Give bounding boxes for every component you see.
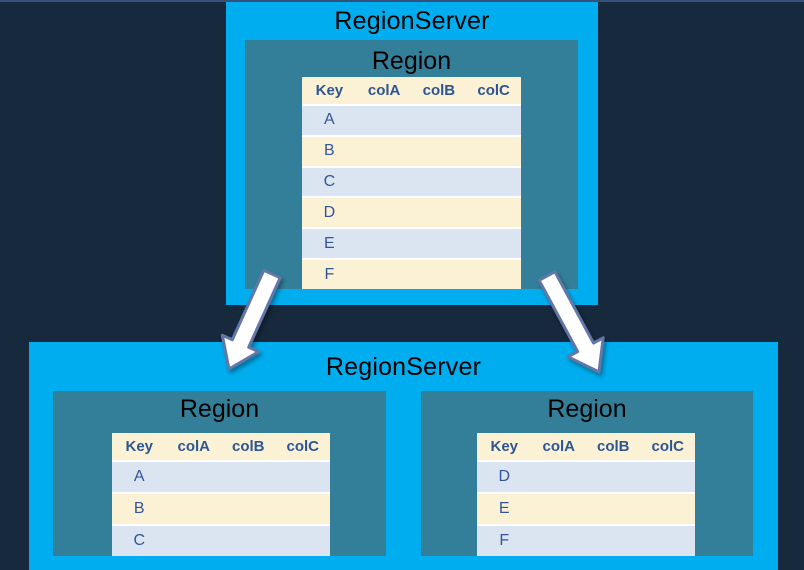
cell-colB <box>412 168 467 197</box>
table-row: F <box>477 524 695 556</box>
column-header-key: Key <box>125 438 154 455</box>
cell-colA <box>532 494 587 524</box>
key-cell: B <box>133 500 145 517</box>
regionserver-box-top: RegionServer Region Key colA colB colC A… <box>226 2 598 305</box>
cell-colC <box>641 494 696 524</box>
column-header-colC: colC <box>651 438 684 455</box>
cell-colB <box>412 106 467 135</box>
cell-colA <box>532 462 587 492</box>
table-row: A <box>112 460 330 492</box>
cell-colC <box>276 494 331 524</box>
region-box-bottom-right: Region Key colA colB colC D E <box>421 391 753 556</box>
cell-colA <box>357 198 412 227</box>
cell-colC <box>641 462 696 492</box>
table-row: B <box>112 492 330 524</box>
cell-colA <box>357 260 412 289</box>
cell-colB <box>221 526 276 556</box>
cell-colA <box>357 106 412 135</box>
cell-colB <box>586 462 641 492</box>
key-cell: D <box>323 203 336 221</box>
cell-colC <box>466 260 521 289</box>
table-row: D <box>302 196 521 228</box>
regionserver-box-bottom: RegionServer Region Key colA colB colC A… <box>29 342 778 570</box>
column-header-colB: colB <box>231 438 265 455</box>
cell-colC <box>466 137 521 166</box>
column-header-colA: colA <box>367 82 401 99</box>
table-row: A <box>302 104 521 135</box>
cell-colA <box>167 462 222 492</box>
column-header-key: Key <box>490 438 519 455</box>
cell-colB <box>412 137 467 166</box>
table-row: C <box>302 165 521 197</box>
cell-colC <box>466 168 521 197</box>
column-header-colB: colB <box>422 82 456 99</box>
cell-colB <box>412 260 467 289</box>
table-row: D <box>477 460 695 492</box>
column-header-colB: colB <box>596 438 630 455</box>
key-cell: C <box>323 173 336 191</box>
cell-colC <box>466 106 521 135</box>
regionserver-title: RegionServer <box>325 353 482 381</box>
table-header-row: Key colA colB colC <box>477 433 695 460</box>
cell-colA <box>167 526 222 556</box>
region-table-bottom-left: Key colA colB colC A B <box>112 433 330 556</box>
table-row: F <box>302 258 521 289</box>
table-row: B <box>302 134 521 166</box>
cell-colA <box>357 229 412 258</box>
cell-colB <box>586 526 641 556</box>
key-cell: C <box>133 532 146 549</box>
cell-colC <box>466 198 521 227</box>
region-box-top: Region Key colA colB colC A B <box>245 40 578 289</box>
cell-colA <box>532 526 587 556</box>
cell-colC <box>276 462 331 492</box>
regionserver-title: RegionServer <box>334 7 490 35</box>
table-row: E <box>302 227 521 259</box>
cell-colC <box>466 229 521 258</box>
table-header-row: Key colA colB colC <box>302 77 521 104</box>
cell-colC <box>276 526 331 556</box>
column-header-colC: colC <box>477 82 510 99</box>
cell-colB <box>221 494 276 524</box>
table-row: C <box>112 524 330 556</box>
region-title: Region <box>371 47 452 75</box>
key-cell: E <box>324 234 335 252</box>
cell-colB <box>586 494 641 524</box>
key-cell: A <box>324 111 335 129</box>
key-cell: B <box>324 142 335 160</box>
cell-colC <box>641 526 696 556</box>
column-header-colA: colA <box>177 438 210 455</box>
key-cell: F <box>324 265 335 283</box>
cell-colA <box>357 137 412 166</box>
region-box-bottom-left: Region Key colA colB colC A B <box>53 391 386 556</box>
key-cell: A <box>133 468 145 485</box>
cell-colB <box>412 229 467 258</box>
cell-colA <box>357 168 412 197</box>
column-header-key: Key <box>315 82 344 99</box>
cell-colA <box>167 494 222 524</box>
key-cell: D <box>498 468 511 485</box>
region-table-bottom-right: Key colA colB colC D E <box>477 433 695 556</box>
table-row: E <box>477 492 695 524</box>
column-header-colA: colA <box>542 438 575 455</box>
region-title: Region <box>179 395 260 423</box>
cell-colB <box>412 198 467 227</box>
key-cell: F <box>499 532 510 549</box>
region-table-top: Key colA colB colC A B <box>302 77 521 289</box>
table-header-row: Key colA colB colC <box>112 433 330 460</box>
column-header-colC: colC <box>286 438 319 455</box>
key-cell: E <box>498 500 510 517</box>
region-title: Region <box>547 395 627 423</box>
cell-colB <box>221 462 276 492</box>
